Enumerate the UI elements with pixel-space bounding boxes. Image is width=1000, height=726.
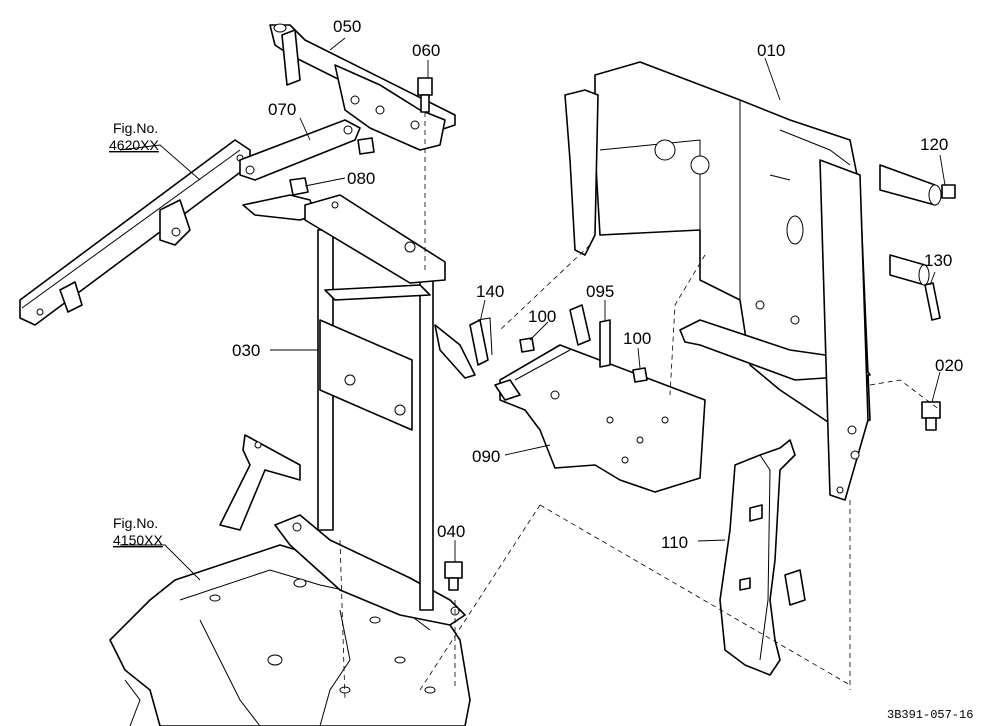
label-080: 080	[347, 169, 375, 188]
label-010: 010	[757, 41, 785, 60]
label-100-right: 100	[623, 329, 651, 348]
part-020-bolt	[921, 401, 941, 431]
label-070: 070	[268, 100, 296, 119]
label-030: 030	[232, 341, 260, 360]
part-100-bolts	[519, 337, 648, 383]
transmission-housing	[109, 544, 471, 726]
fig-ref-4150-line2: 4150XX	[113, 532, 163, 548]
label-050: 050	[333, 17, 361, 36]
label-120: 120	[920, 135, 948, 154]
part-110-cover	[719, 439, 806, 676]
fig-ref-4620-line2: 4620XX	[109, 137, 159, 153]
part-130-spacer	[924, 282, 941, 321]
label-130: 130	[924, 251, 952, 270]
part-010-main-bracket	[564, 61, 942, 501]
label-140: 140	[476, 282, 504, 301]
label-060: 060	[412, 41, 440, 60]
part-120-bolt	[941, 184, 956, 199]
leader-lines	[119, 37, 946, 581]
label-095: 095	[586, 282, 614, 301]
label-110: 110	[661, 533, 688, 552]
part-080-bolts	[289, 137, 375, 196]
label-090: 090	[472, 447, 500, 466]
label-040: 040	[437, 522, 465, 541]
part-030-support-frame	[219, 194, 476, 626]
drawing-code: 3B391-057-16	[887, 708, 973, 722]
fig-ref-4150-line1: Fig.No.	[113, 515, 158, 531]
part-040-bolt	[444, 561, 463, 591]
part-140-bracket	[469, 317, 493, 366]
part-095-strip	[599, 319, 611, 368]
part-070-link-rod	[239, 119, 361, 181]
label-100-left: 100	[528, 307, 556, 326]
frame-rail	[19, 139, 251, 326]
part-050-shaft-assembly	[269, 23, 456, 151]
fig-ref-4620-line1: Fig.No.	[113, 120, 158, 136]
alignment-lines	[339, 112, 941, 701]
part-060-bolt	[417, 77, 433, 113]
part-090-mounting-plate	[494, 304, 706, 493]
label-020: 020	[935, 356, 963, 375]
